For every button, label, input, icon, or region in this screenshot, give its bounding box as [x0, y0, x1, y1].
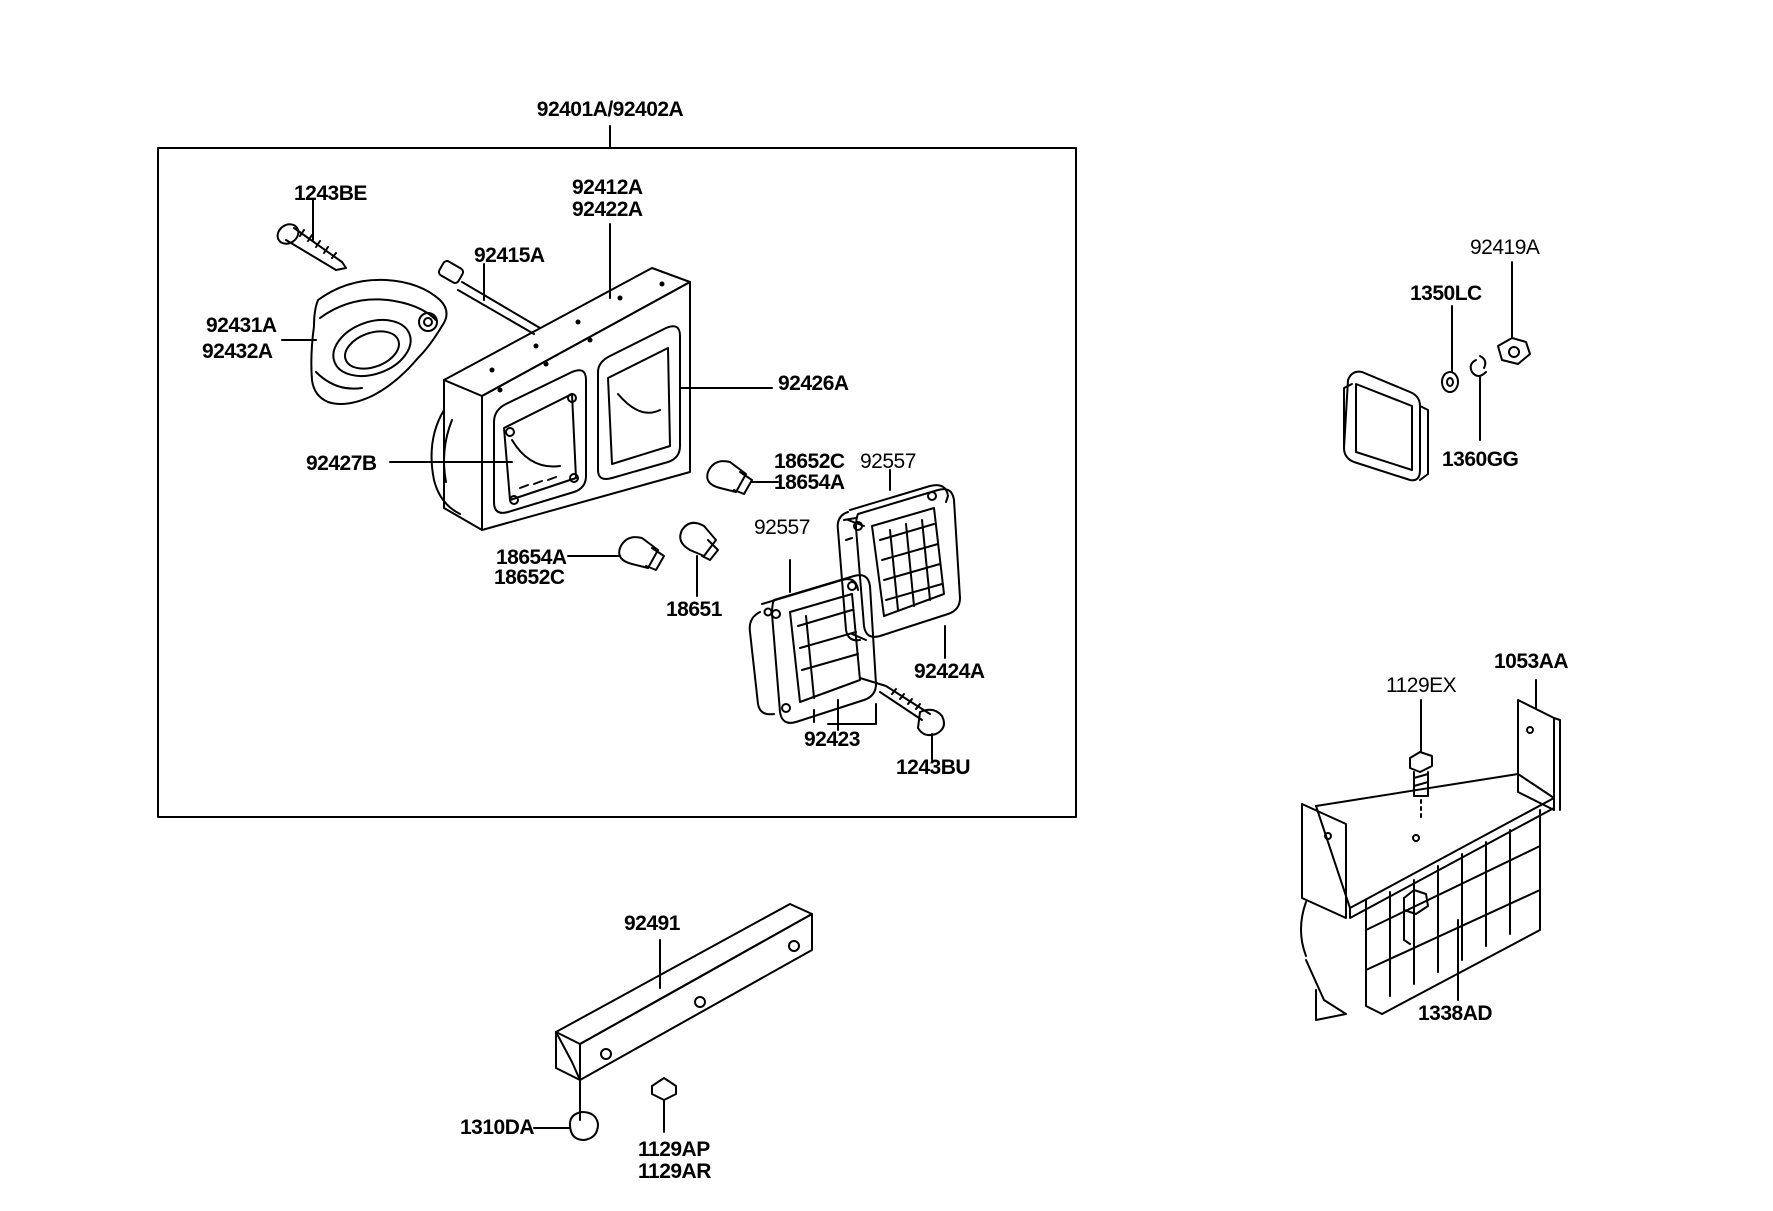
label-nut-1350lc: 1350LC	[1410, 282, 1482, 305]
label-housing-92422a: 92422A	[572, 198, 643, 221]
label-bracket-1053aa: 1053AA	[1494, 650, 1569, 673]
socket-92415a-drawing	[437, 260, 541, 335]
washer-1360gg-drawing	[1469, 355, 1487, 441]
label-bolt-1129ex: 1129EX	[1386, 674, 1457, 697]
stay-92491-drawing	[533, 903, 813, 1141]
label-bolt-1129ap: 1129AP	[638, 1138, 710, 1161]
lens-92424a-drawing	[847, 488, 961, 659]
label-nut-1310da: 1310DA	[460, 1116, 535, 1139]
label-gasket-92557-front: 92557	[754, 516, 810, 539]
label-bulb-18654a-upper: 18654A	[774, 471, 845, 494]
label-bulb-18654a-lower: 18654A	[496, 546, 567, 569]
label-gasket-92426a: 92426A	[778, 372, 849, 395]
label-screw-1243be: 1243BE	[294, 182, 367, 205]
label-bolt-1129ar: 1129AR	[638, 1160, 711, 1183]
bulb-18654a-lower-drawing	[567, 536, 665, 571]
nut-1350lc-drawing	[1441, 305, 1459, 393]
bracket-1053aa-drawing	[1300, 679, 1561, 1021]
screw-1243bu-drawing	[859, 677, 945, 761]
label-gasket-92427b: 92427B	[306, 452, 377, 475]
label-lens-92424a: 92424A	[914, 660, 985, 683]
label-bulb-18652c-lower: 18652C	[494, 566, 565, 589]
label-housing-92412a: 92412A	[572, 176, 643, 199]
assembly-frame	[157, 147, 1077, 818]
label-washer-1360gg: 1360GG	[1442, 448, 1519, 471]
gasket-92557-front-drawing	[761, 559, 859, 617]
label-bulb-18651: 18651	[666, 598, 722, 621]
lamp-housing-drawing	[389, 223, 773, 531]
bulb-18652c-upper-drawing	[706, 460, 779, 495]
label-assembly: 92401A/92402A	[536, 98, 684, 121]
nut-92419a-drawing	[1497, 261, 1531, 365]
bulb-18651-drawing	[679, 521, 719, 597]
label-cover-92431a: 92431A	[206, 314, 277, 337]
label-lens-92423: 92423	[804, 728, 860, 751]
label-screw-1243bu: 1243BU	[896, 756, 971, 779]
label-gasket-92557-rear: 92557	[860, 450, 916, 473]
cover-92431a-drawing	[281, 278, 448, 405]
label-nut-1338ad: 1338AD	[1418, 1002, 1493, 1025]
label-socket-92415a: 92415A	[474, 244, 545, 267]
label-nut-92419a: 92419A	[1470, 236, 1540, 259]
lens-92423-drawing	[748, 574, 877, 731]
screw-1243be-drawing	[276, 199, 347, 271]
label-stay-92491: 92491	[624, 912, 680, 935]
label-cover-92432a: 92432A	[202, 340, 273, 363]
label-bulb-18652c-upper: 18652C	[774, 450, 845, 473]
side-reflector-drawing	[1343, 370, 1429, 482]
